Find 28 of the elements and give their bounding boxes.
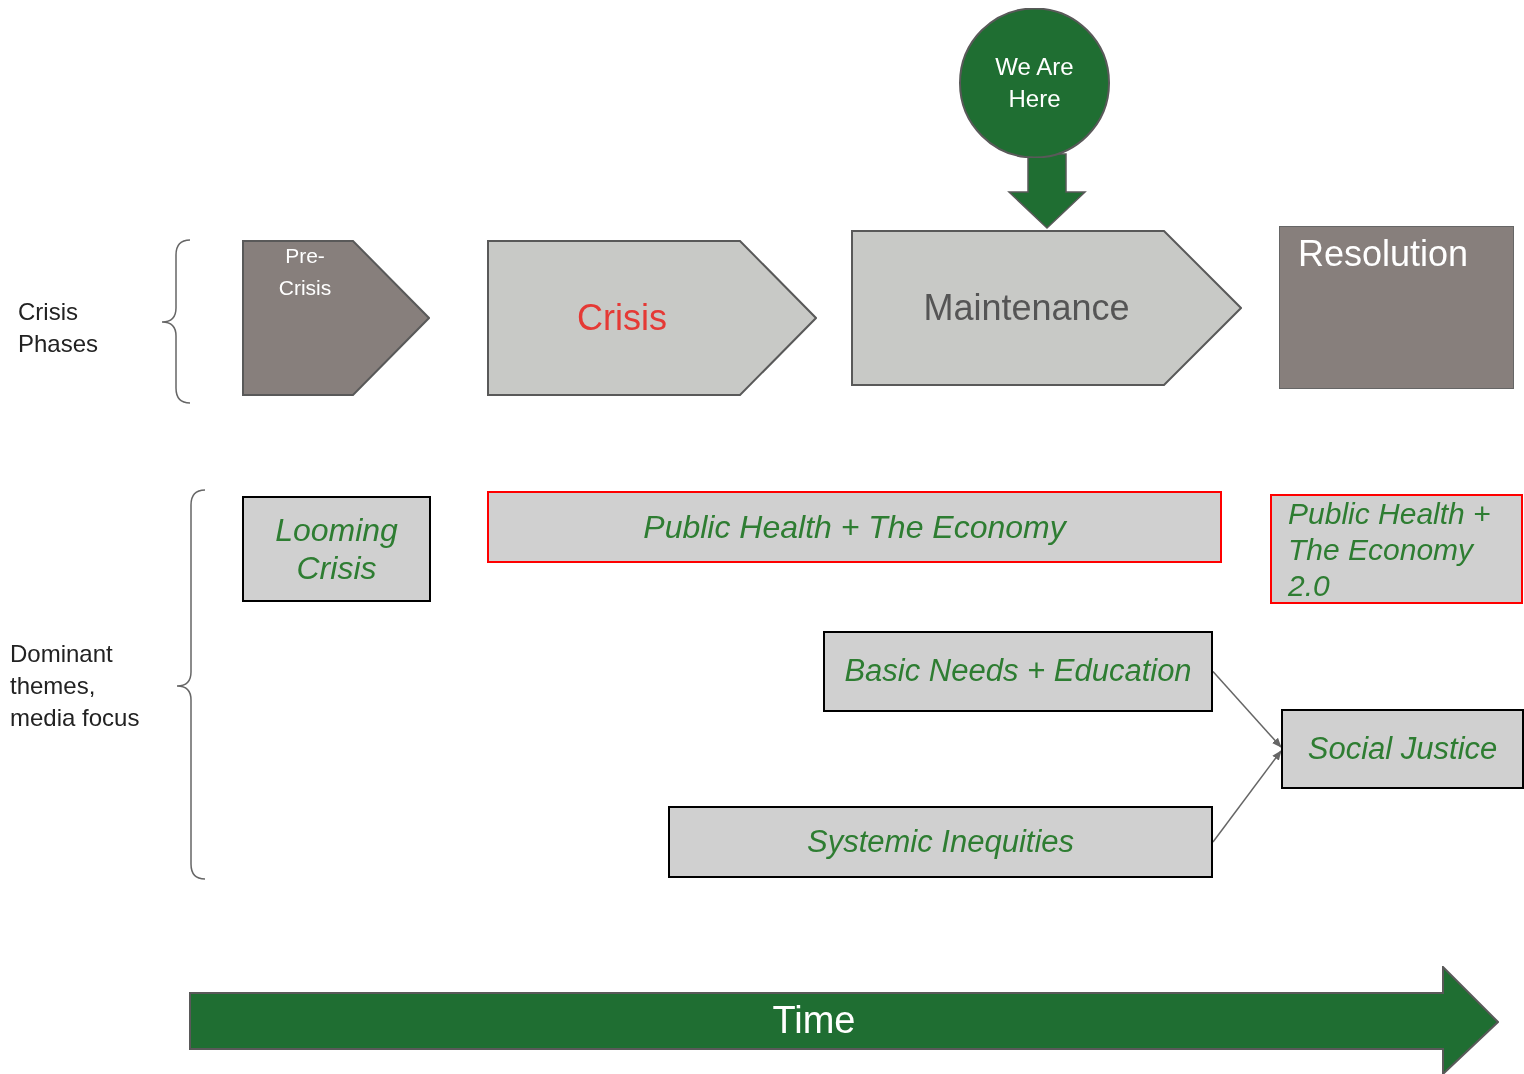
theme-box [487,491,1222,563]
node-label: Resolution [1298,232,1469,276]
theme-box [1270,494,1523,604]
row-label: Crisis Phases [18,297,100,359]
phase-box [1279,226,1514,389]
theme-box [242,496,431,602]
node-label: Public Health + The Economy [643,508,1066,547]
theme-box [1281,709,1524,789]
phase-arrow-shape [487,240,817,396]
node-label: Public Health + The Economy 2.0 [1288,496,1492,604]
arrow [1212,750,1282,843]
theme-box [668,806,1213,878]
node-label: Social Justice [1307,729,1498,768]
theme-box [823,631,1213,712]
phase-arrow-shape [242,240,430,396]
node-label: Looming Crisis [274,511,399,587]
node-label: Pre-Crisis [277,243,333,301]
node-label: Basic Needs + Education [844,652,1192,691]
node-label: Maintenance [923,286,1130,330]
phase-arrow-shape [851,230,1242,386]
row-label: Dominant themes, media focus [10,639,140,733]
node-label: We Are Here [994,52,1075,114]
node-label: Systemic Inequities [806,822,1075,861]
arrow [1212,670,1282,748]
node-label: Crisis [577,296,667,340]
node-label: Time [772,997,856,1043]
block-arrow [1007,153,1087,230]
timeline-arrow [189,966,1499,1074]
